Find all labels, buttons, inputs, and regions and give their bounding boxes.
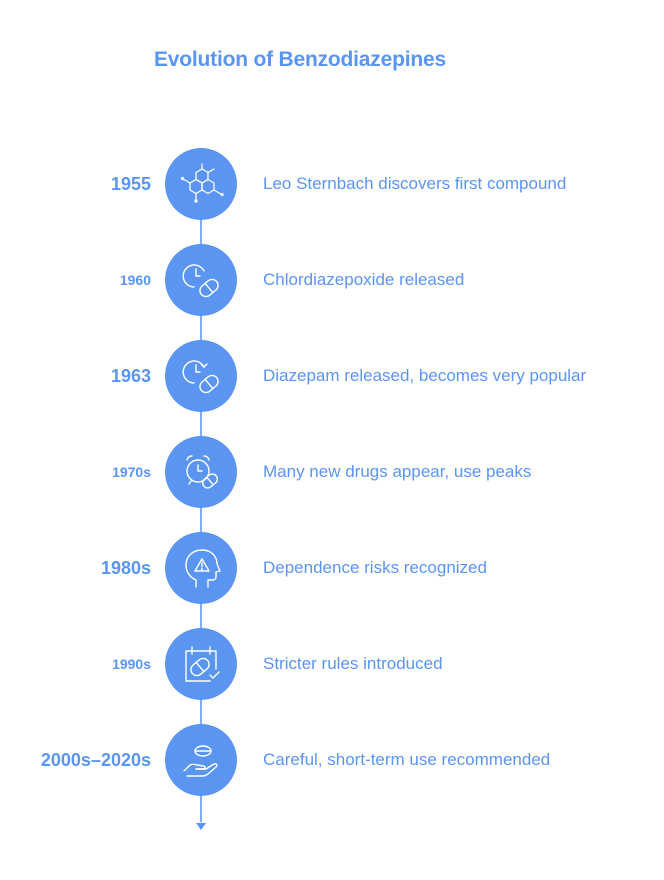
event-year: 1963	[110, 366, 151, 386]
event-year: 1960	[119, 272, 151, 288]
event-marker	[165, 340, 237, 412]
event-description: Many new drugs appear, use peaks	[263, 462, 532, 481]
timeline-event-1960: 1960 Chlordiazepoxide released	[0, 244, 664, 316]
head-warning-icon	[185, 549, 221, 588]
event-year: 1980s	[100, 558, 151, 578]
event-year: 1955	[110, 174, 151, 194]
timeline-arrow-icon	[196, 823, 206, 830]
event-marker	[165, 436, 237, 508]
timeline-axis	[200, 210, 202, 822]
clock-pill-icon	[182, 264, 219, 298]
event-description: Dependence risks recognized	[263, 558, 487, 577]
hand-pill-icon	[183, 745, 218, 777]
molecule-icon	[180, 163, 224, 203]
event-marker	[165, 148, 237, 220]
timeline-event-1980s: 1980s Dependence risks recognized	[0, 532, 664, 604]
clock-refresh-pill-icon	[182, 360, 219, 394]
alarm-clock-pill-icon	[186, 455, 218, 489]
timeline-event-1963: 1963 Diazepam released, becomes very pop…	[0, 340, 664, 412]
event-marker	[165, 532, 237, 604]
event-year: 2000s–2020s	[40, 750, 151, 770]
event-description: Chlordiazepoxide released	[263, 270, 465, 289]
event-marker	[165, 244, 237, 316]
timeline-event-1990s: 1990s Stricter rules introduced	[0, 628, 664, 700]
timeline-event-1955: 1955 Leo Sternbach discovers first compo…	[0, 148, 664, 220]
calendar-pill-check-icon	[185, 646, 220, 682]
diagram-title: Evolution of Benzodiazepines	[154, 48, 446, 71]
timeline-event-1970s: 1970s Many new drugs appear, use peaks	[0, 436, 664, 508]
event-year: 1970s	[112, 464, 151, 480]
event-description: Leo Sternbach discovers first compound	[263, 174, 567, 193]
timeline-event-2000s-2020s: 2000s–2020s Careful, short-term use reco…	[0, 724, 664, 796]
event-year: 1990s	[112, 656, 151, 672]
event-description: Stricter rules introduced	[263, 654, 443, 673]
event-description: Diazepam released, becomes very popular	[263, 366, 587, 385]
event-marker	[165, 724, 237, 796]
event-description: Careful, short-term use recommended	[263, 750, 551, 769]
event-marker	[165, 628, 237, 700]
